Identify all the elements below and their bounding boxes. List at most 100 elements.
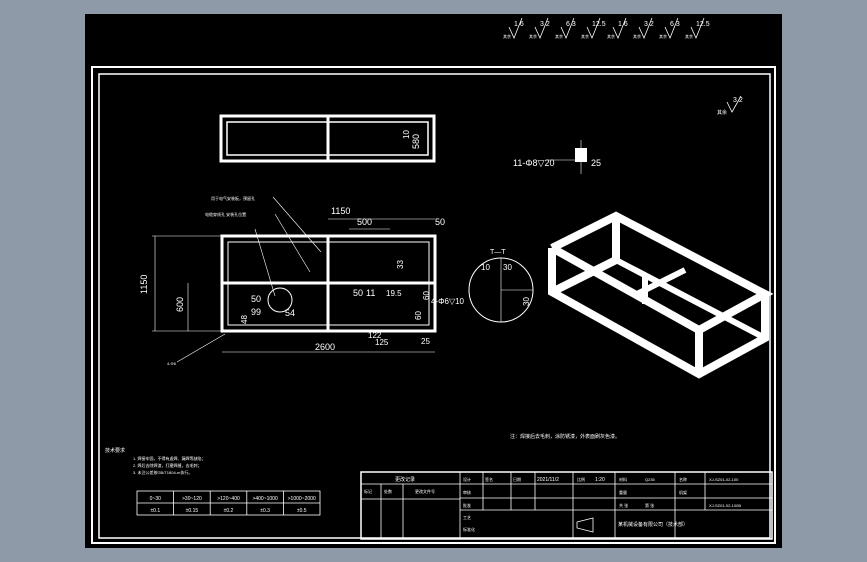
svg-text:审核: 审核	[463, 489, 471, 495]
svg-text:2021/11/2: 2021/11/2	[537, 477, 559, 483]
top-view: 10 580	[219, 114, 436, 163]
tolerance-header: >400~1000	[252, 496, 278, 502]
svg-text:技术要求: 技术要求	[105, 447, 125, 454]
svg-text:处数: 处数	[384, 488, 392, 494]
svg-text:日期: 日期	[513, 476, 521, 482]
general-note: 注：焊接后去毛刺，涂防锈漆，外表面刷灰色漆。	[510, 433, 620, 440]
roughness-symbol: 6.3其余	[659, 17, 680, 40]
roughness-label: 其余	[607, 33, 615, 39]
svg-text:1150: 1150	[331, 206, 350, 216]
svg-text:4-Φ6: 4-Φ6	[167, 361, 177, 366]
svg-text:19.5: 19.5	[386, 289, 402, 298]
svg-text:48: 48	[240, 315, 249, 324]
svg-text:11: 11	[366, 288, 375, 298]
tolerance-value: ±0.15	[186, 508, 199, 514]
svg-text:1150: 1150	[139, 275, 149, 294]
svg-text:25: 25	[421, 337, 430, 346]
svg-text:工艺: 工艺	[463, 515, 471, 520]
roughness-label: 其余	[659, 33, 667, 39]
svg-text:30: 30	[503, 263, 512, 272]
roughness-symbol: 1.6其余	[607, 17, 628, 40]
svg-text:60: 60	[414, 311, 423, 320]
tolerance-value: ±0.3	[260, 508, 270, 514]
roughness-symbol: 12.5其余	[581, 17, 606, 40]
svg-text:用于电气安装板，预留孔: 用于电气安装板，预留孔	[211, 195, 255, 201]
tolerance-header: >120~400	[217, 496, 240, 502]
roughness-label: 其余	[529, 33, 537, 39]
svg-text:2. 焊后去除焊渣，打磨焊缝，去毛刺；: 2. 焊后去除焊渣，打磨焊缝，去毛刺；	[133, 462, 201, 468]
roughness-value: 3.2	[644, 21, 654, 28]
svg-text:4-Φ6▽10: 4-Φ6▽10	[431, 297, 465, 306]
svg-text:10: 10	[481, 263, 490, 272]
corner-roughness: 其余 3.2	[717, 95, 743, 116]
tolerance-value: ±0.5	[297, 508, 307, 514]
roughness-value: 12.5	[592, 21, 606, 28]
svg-text:500: 500	[357, 217, 372, 227]
roughness-label: 其余	[633, 33, 641, 39]
svg-text:批准: 批准	[463, 502, 471, 508]
hole-detail: 11-Φ8▽20 25	[513, 140, 601, 174]
svg-text:30: 30	[522, 297, 531, 306]
roughness-value: 6.3	[566, 21, 576, 28]
roughness-symbol: 1.6其余	[503, 17, 524, 40]
roughness-symbol: 3.2其余	[633, 17, 654, 40]
tolerance-value: ±0.1	[150, 508, 160, 514]
svg-text:名称: 名称	[679, 476, 687, 482]
tolerance-header: 0~30	[150, 496, 161, 502]
svg-text:第 张: 第 张	[645, 502, 654, 508]
svg-text:50: 50	[251, 294, 261, 304]
svg-text:XJ-SZ01-02-100: XJ-SZ01-02-100	[709, 477, 739, 482]
roughness-symbol: 3.2其余	[529, 17, 550, 40]
svg-text:某机械设备有限公司（技术部）: 某机械设备有限公司（技术部）	[618, 521, 688, 528]
inner-frame	[98, 73, 771, 539]
main-view: 1150 600 2600 1150 500 50 33 50 11 19.5 …	[139, 195, 445, 366]
svg-text:共 张: 共 张	[619, 502, 628, 508]
svg-text:T—T: T—T	[490, 249, 506, 256]
roughness-symbol: 12.5其余	[685, 17, 710, 40]
roughness-value: 3.2	[540, 21, 550, 28]
svg-text:重量: 重量	[619, 489, 627, 495]
outer-frame	[91, 66, 776, 544]
svg-text:签名: 签名	[485, 476, 493, 482]
tolerance-table: 0~30 ±0.1 >30~120 ±0.15 >120~400 ±0.2 >400~100…	[136, 490, 321, 516]
svg-text:设计: 设计	[463, 476, 471, 482]
svg-text:Q235: Q235	[645, 477, 656, 482]
svg-text:50: 50	[353, 288, 363, 298]
svg-text:33: 33	[396, 260, 405, 269]
roughness-label: 其余	[685, 33, 693, 39]
roughness-value: 12.5	[696, 21, 710, 28]
svg-text:其余: 其余	[717, 109, 727, 116]
svg-text:1. 焊接牢固，不得有虚焊、漏焊等缺陷；: 1. 焊接牢固，不得有虚焊、漏焊等缺陷；	[133, 455, 205, 461]
svg-text:3. 未注公差按GB/T1804-m执行。: 3. 未注公差按GB/T1804-m执行。	[133, 469, 192, 475]
svg-text:99: 99	[251, 307, 261, 317]
tolerance-header: >30~120	[182, 496, 202, 502]
tech-requirements: 技术要求 1. 焊接牢固，不得有虚焊、漏焊等缺陷； 2. 焊后去除焊渣，打磨焊缝…	[105, 447, 205, 475]
drawing-canvas: 1.6其余3.2其余6.3其余12.5其余1.6其余3.2其余6.3其余12.5…	[91, 17, 776, 544]
title-block-text: 更改记录 标记 处数 更改文件号 设计 审核 批准 工艺 标准化 签名 日期 2…	[364, 476, 741, 533]
roughness-symbol: 6.3其余	[555, 17, 576, 40]
svg-text:50: 50	[435, 217, 445, 227]
roughness-label: 其余	[503, 33, 511, 39]
svg-text:54: 54	[285, 308, 295, 318]
svg-text:1:20: 1:20	[595, 477, 605, 483]
svg-text:122: 122	[368, 331, 382, 340]
svg-text:标记: 标记	[364, 488, 372, 494]
roughness-label: 其余	[581, 33, 589, 39]
svg-text:580: 580	[411, 134, 421, 149]
svg-text:比例: 比例	[577, 476, 585, 482]
section-detail: T—T 10 30 4-Φ6▽10 30	[431, 249, 534, 323]
svg-text:2600: 2600	[315, 342, 335, 352]
svg-text:XJ-SZ01-02-100B: XJ-SZ01-02-100B	[709, 503, 741, 508]
svg-text:60: 60	[422, 291, 431, 300]
tolerance-header: >1000~2000	[288, 496, 316, 502]
svg-text:125: 125	[375, 338, 389, 347]
svg-text:10: 10	[402, 130, 411, 139]
tolerance-value: ±0.2	[224, 508, 234, 514]
isometric-frame	[548, 211, 774, 379]
svg-text:机架: 机架	[679, 489, 687, 495]
svg-text:11-Φ8▽20: 11-Φ8▽20	[513, 158, 554, 168]
title-block	[360, 471, 773, 540]
roughness-label: 其余	[555, 33, 563, 39]
svg-text:更改文件号: 更改文件号	[415, 488, 435, 494]
